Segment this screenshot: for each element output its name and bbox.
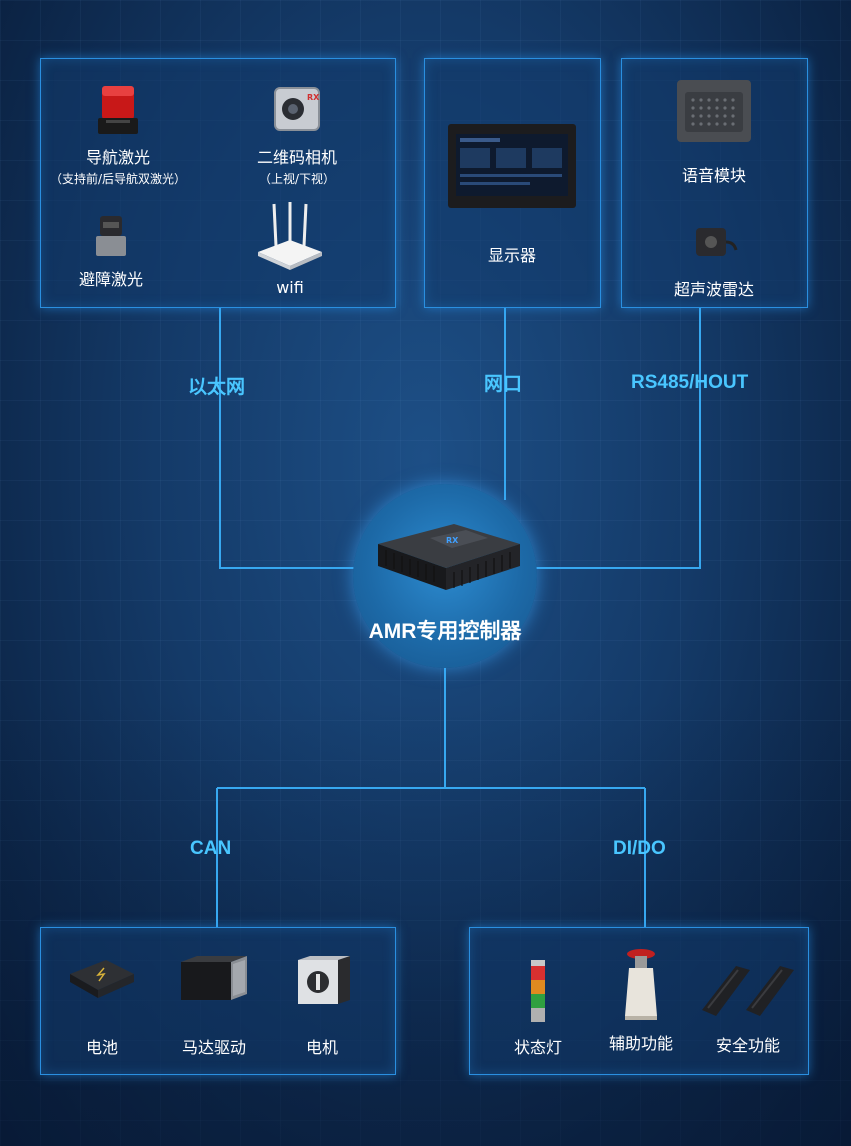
safety-item: 安全功能 (692, 958, 804, 1056)
svg-text:RX: RX (307, 93, 320, 102)
motor-driver-label: 马达驱动 (181, 1038, 246, 1057)
qr-camera-item: RX 二维码相机 （上视/下视） (232, 80, 362, 187)
display-screen-icon (448, 124, 576, 208)
dido-label: DI/DO (613, 838, 666, 859)
camera-icon: RX (274, 87, 320, 131)
line-ethernet (219, 308, 360, 569)
ultrasonic-radar-icon (696, 228, 738, 256)
safety-label: 安全功能 (715, 1036, 780, 1055)
svg-text:RX: RX (446, 536, 459, 545)
qr-camera-label: 二维码相机 (256, 148, 337, 167)
nav-laser-sub: （支持前/后导航双激光） (49, 172, 187, 186)
obstacle-laser-item: 避障激光 (56, 212, 166, 290)
nav-laser-icon (98, 86, 138, 134)
motor-item: 电机 (282, 952, 362, 1058)
rs485-label: RS485/HOUT (631, 372, 749, 393)
status-light-item: 状态灯 (496, 958, 580, 1058)
voice-label: 语音模块 (681, 166, 746, 185)
battery-icon (70, 960, 134, 998)
motor-driver-item: 马达驱动 (162, 952, 266, 1058)
nav-laser-label: 导航激光 (85, 148, 150, 167)
controller-title: AMR专用控制器 (368, 620, 522, 643)
display-item: 显示器 (424, 122, 600, 266)
qr-camera-sub: （上视/下视） (258, 172, 336, 186)
wifi-label: wifi (276, 278, 304, 297)
status-light-icon (531, 960, 545, 1022)
controller-device-icon: RX (378, 524, 520, 590)
network-port-label: 网口 (484, 374, 523, 395)
voice-item: 语音模块 (621, 78, 807, 186)
auxiliary-item: 辅助功能 (594, 946, 688, 1054)
nav-laser-item: 导航激光 （支持前/后导航双激光） (44, 80, 192, 187)
motor-icon (298, 956, 350, 1004)
sensors-box (40, 58, 396, 308)
wifi-router-icon (258, 202, 322, 270)
line-rs485 (530, 308, 701, 569)
motor-driver-icon (181, 956, 247, 1000)
obstacle-laser-label: 避障激光 (78, 270, 143, 289)
speaker-icon (677, 80, 751, 142)
ultrasonic-item: 超声波雷达 (621, 222, 807, 300)
motor-label: 电机 (305, 1038, 338, 1057)
wifi-item: wifi (240, 200, 340, 297)
auxiliary-label: 辅助功能 (608, 1034, 673, 1053)
safety-edge-icon (702, 966, 794, 1016)
status-light-label: 状态灯 (513, 1038, 562, 1057)
emergency-stop-icon (625, 949, 657, 1020)
ethernet-label: 以太网 (188, 377, 246, 398)
ultrasonic-label: 超声波雷达 (673, 280, 754, 299)
can-label: CAN (190, 838, 232, 859)
battery-item: 电池 (56, 952, 148, 1058)
obstacle-laser-icon (96, 216, 126, 256)
display-label: 显示器 (487, 246, 536, 265)
battery-label: 电池 (85, 1038, 118, 1057)
